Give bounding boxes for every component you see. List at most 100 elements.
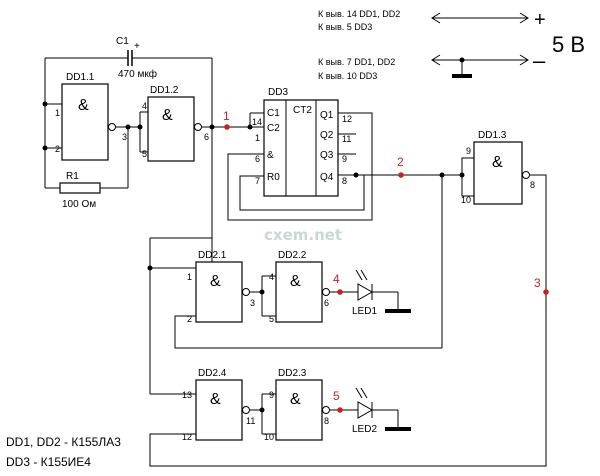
test-point-1 [224, 124, 230, 130]
pin-number: 9 [269, 390, 274, 400]
pin-number: 9 [466, 146, 471, 156]
counter-input-label: C1 [267, 108, 280, 119]
plus-rail-arrow-right [519, 12, 529, 24]
pin-number: 11 [342, 134, 351, 144]
junction [147, 265, 153, 271]
counter-name: DD3 [268, 87, 288, 98]
junction [459, 172, 465, 178]
node-label-5: 5 [333, 389, 340, 403]
pin-number: 6 [204, 132, 209, 142]
led2-diode [357, 401, 374, 419]
pin-number: 5 [142, 149, 147, 159]
pin-number: 3 [250, 298, 255, 308]
gate-dd2-3 [275, 379, 323, 441]
nand-symbol: & [492, 154, 503, 171]
plus-connection-line1: К выв. 14 DD1, DD2 [318, 9, 400, 19]
led2-ground [385, 427, 411, 431]
gate-dd2-4-name: DD2.4 [198, 368, 227, 379]
counter-input-label: C2 [267, 123, 280, 134]
pin-number: 8 [342, 176, 347, 186]
plus-rail-arrow-left [431, 12, 441, 24]
node-label-2: 2 [397, 155, 404, 169]
test-point-2 [398, 172, 404, 178]
gate-dd1-1 [61, 83, 109, 161]
junction [259, 407, 265, 413]
node-label-4: 4 [333, 272, 340, 286]
pin-number: 2 [187, 314, 192, 324]
c1-polarity: + [134, 41, 140, 52]
gate-dd2-2-name: DD2.2 [278, 250, 307, 261]
inversion-bubble [242, 406, 250, 414]
gate-dd2-2 [275, 261, 323, 323]
inversion-bubble [242, 288, 250, 296]
pin-number: 3 [122, 132, 127, 142]
c1-name: C1 [116, 36, 129, 47]
inversion-bubble [522, 171, 530, 179]
nand-symbol: & [290, 391, 301, 408]
pin-number: 10 [461, 195, 471, 205]
counter-output-label: Q3 [320, 150, 334, 161]
pin-number: 4 [142, 101, 147, 111]
gate-dd1-1-name: DD1.1 [66, 72, 95, 83]
nand-symbol: & [210, 391, 221, 408]
gate-dd2-3-name: DD2.3 [278, 368, 307, 379]
inversion-bubble [322, 406, 330, 414]
r1-name: R1 [66, 171, 79, 182]
counter-output-label: Q1 [320, 110, 334, 121]
junction [137, 124, 143, 130]
pin-number: 1 [255, 133, 260, 143]
pin-number: 9 [342, 154, 347, 164]
gate-dd1-3 [473, 141, 523, 205]
gate-dd1-2-name: DD1.2 [150, 85, 179, 96]
led1-diode [357, 283, 374, 301]
led1-light-ray [360, 269, 368, 281]
junction [247, 124, 253, 130]
gate-dd2-1-name: DD2.1 [198, 250, 227, 261]
junction [125, 124, 131, 130]
pin-number: 12 [182, 432, 192, 442]
pin-number: 7 [255, 176, 260, 186]
gate-dd1-3-name: DD1.3 [478, 130, 507, 141]
legend-dd3: DD3 - К155ИЕ4 [6, 455, 91, 469]
resistor-r1 [59, 182, 101, 194]
junction [42, 145, 48, 151]
pin-number: 11 [246, 416, 255, 426]
minus-rail-arrow-left [431, 54, 441, 66]
minus-rail-arrow-right [519, 54, 529, 66]
pin-number: 2 [55, 144, 60, 154]
minus-connection-line1: К выв. 7 DD1, DD2 [318, 57, 395, 67]
wire [461, 175, 474, 197]
pin-number: 1 [55, 108, 60, 118]
minus-sign: – [533, 48, 546, 73]
gate-dd1-2 [147, 96, 195, 162]
pin-number: 8 [324, 416, 329, 426]
pin-number: 4 [269, 272, 274, 282]
counter-dd3 [263, 99, 339, 197]
watermark: cxem.net [264, 226, 342, 244]
nand-symbol: & [290, 273, 301, 290]
minus-connection-line2: К выв. 10 DD3 [318, 71, 377, 81]
pin-number: 5 [269, 314, 274, 324]
led1-light-ray [355, 269, 363, 281]
junction [42, 101, 48, 107]
inversion-bubble [322, 288, 330, 296]
led1-label: LED1 [352, 306, 377, 317]
feedback-wire-q1 [227, 112, 373, 221]
ground-symbol [452, 74, 472, 78]
led1-ground [385, 309, 411, 313]
wire-node-2-return [174, 315, 442, 349]
test-point-5 [337, 407, 343, 413]
counter-type: CT2 [293, 105, 312, 116]
led2-label: LED2 [352, 424, 377, 435]
test-point-3 [543, 289, 549, 295]
plus-sign: + [534, 9, 546, 31]
r1-value: 100 Ом [62, 199, 96, 210]
test-point-4 [337, 289, 343, 295]
junction [259, 289, 265, 295]
pin-number: 12 [342, 114, 352, 124]
pin-number: 10 [264, 432, 274, 442]
gate-dd2-1 [195, 261, 243, 323]
counter-output-label: Q2 [320, 130, 334, 141]
wire-node-3 [149, 174, 547, 467]
